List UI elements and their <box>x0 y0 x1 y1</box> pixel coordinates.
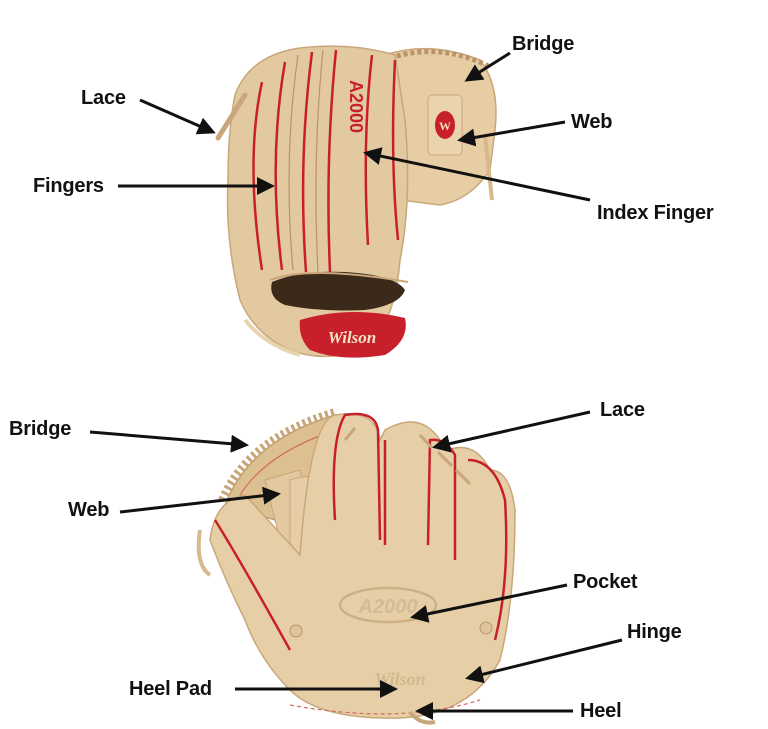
top-glove-back-view: W A2000 Wi <box>215 45 497 358</box>
label-index-finger: Index Finger <box>597 202 714 224</box>
svg-text:W: W <box>439 119 451 133</box>
label-heel-pad: Heel Pad <box>129 678 212 700</box>
arrow-pocket <box>410 583 568 623</box>
label-pocket: Pocket <box>573 571 638 593</box>
model-stamp: A2000 <box>358 596 418 618</box>
heel-brand-stamp: Wilson <box>374 669 425 689</box>
arrow-lace-top <box>139 98 216 135</box>
bottom-glove-palm-view: A2000 Wilson <box>196 408 516 725</box>
label-lace-top: Lace <box>81 87 126 109</box>
arrow-bridge-top <box>464 51 511 82</box>
brand-patch-text: Wilson <box>328 328 377 347</box>
arrow-bridge-bottom <box>89 430 249 453</box>
arrow-index-finger <box>363 147 591 202</box>
top-glove-callouts <box>118 51 591 202</box>
arrow-web-bottom <box>119 486 281 514</box>
label-bridge-top: Bridge <box>512 33 575 55</box>
bottom-glove-callouts <box>89 410 623 720</box>
label-fingers: Fingers <box>33 175 104 197</box>
label-lace-bottom: Lace <box>600 399 645 421</box>
label-web-top: Web <box>571 111 613 133</box>
label-hinge: Hinge <box>627 621 682 643</box>
label-bridge-bottom: Bridge <box>9 418 72 440</box>
label-heel: Heel <box>580 700 622 722</box>
arrow-lace-bottom <box>432 410 591 453</box>
arrow-hinge <box>465 638 623 684</box>
arrow-web-top <box>457 120 566 147</box>
model-text-a2000: A2000 <box>346 80 366 133</box>
label-web-bottom: Web <box>68 499 110 521</box>
